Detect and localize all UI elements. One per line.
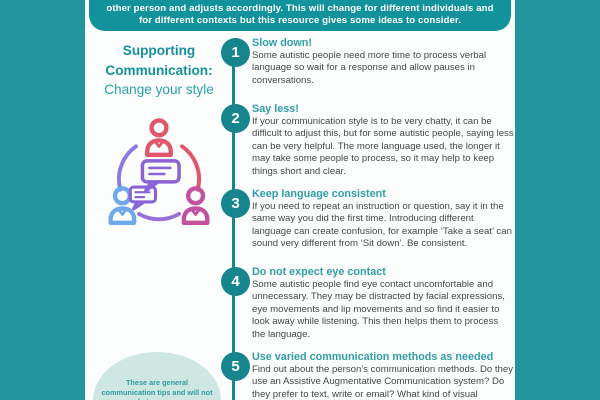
tip-number-5: 5 [231, 358, 240, 375]
tip-body-5: Find out about the person's communicatio… [252, 364, 514, 400]
tip-text-3: Keep language consistent If you need to … [252, 188, 514, 251]
tip-number-badge-4: 4 [221, 267, 250, 296]
tip-heading-5: Use varied communication methods as need… [252, 351, 494, 363]
tip-number-badge-2: 2 [221, 104, 250, 133]
tip-number-3: 3 [231, 195, 240, 212]
disclaimer-text: These are general communication tips and… [101, 378, 213, 400]
tip-heading-2: Say less! [252, 103, 299, 115]
background-left-band [0, 0, 85, 400]
tip-text-5: Use varied communication methods as need… [252, 351, 514, 400]
background-right-band [515, 0, 600, 400]
tip-text-4: Do not expect eye contact Some autistic … [252, 266, 514, 341]
page-title: Supporting Communication: Change your st… [85, 41, 233, 100]
tip-number-badge-1: 1 [221, 38, 250, 67]
tip-heading-3: Keep language consistent [252, 188, 386, 200]
tip-body-3: If you need to repeat an instruction or … [252, 201, 512, 250]
title-subtitle: Change your style [104, 82, 214, 97]
title-line-1: Supporting [122, 43, 196, 58]
banner-line-1: other person and adjusts accordingly. Th… [106, 3, 494, 14]
banner-line-2: for different contexts but this resource… [138, 14, 462, 26]
tip-number-2: 2 [231, 110, 240, 127]
tip-heading-4: Do not expect eye contact [252, 266, 386, 278]
tip-text-2: Say less! If your communication style is… [252, 103, 514, 178]
left-column: Supporting Communication: Change your st… [85, 31, 233, 400]
tip-text-1: Slow down! Some autistic people need mor… [252, 37, 514, 87]
tip-number-badge-5: 5 [221, 352, 250, 381]
tip-heading-1: Slow down! [252, 37, 312, 49]
intro-banner: other person and adjusts accordingly. Th… [89, 0, 511, 31]
tip-body-4: Some autistic people find eye contact un… [252, 279, 505, 340]
tip-number-4: 4 [231, 273, 240, 290]
tip-body-1: Some autistic people need more time to p… [252, 50, 487, 86]
tip-body-2: If your communication style is to be ver… [252, 116, 514, 177]
title-line-2: Communication: [105, 62, 213, 78]
timeline-line [232, 52, 235, 400]
tip-number-badge-3: 3 [221, 189, 250, 218]
poster: other person and adjusts accordingly. Th… [85, 0, 515, 400]
tip-number-1: 1 [231, 44, 240, 61]
disclaimer-ellipse: These are general communication tips and… [93, 352, 221, 400]
people-conversation-icon [102, 113, 216, 235]
